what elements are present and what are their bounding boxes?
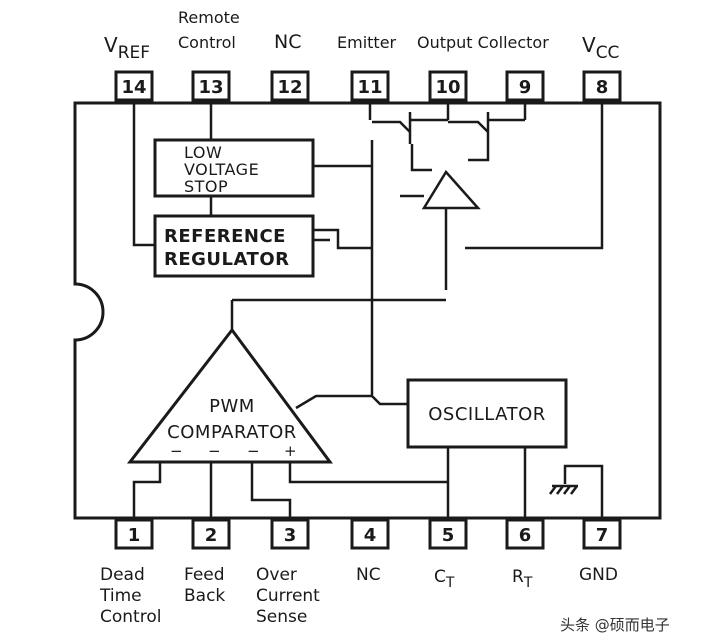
pin-2: 2 <box>191 518 231 550</box>
ref-line2: REGULATOR <box>164 249 290 270</box>
package-body <box>73 101 662 520</box>
pin-9: 9 <box>505 70 545 102</box>
transistor-base-link-right <box>468 144 490 162</box>
pin-10: 10 <box>428 70 468 102</box>
pin1-label-line3: Control <box>100 607 161 627</box>
wire-deadtime <box>132 462 162 520</box>
pin-7: 7 <box>582 518 622 550</box>
output-gate-triangle <box>421 169 481 210</box>
vcc-label: VCC <box>582 33 619 63</box>
wiring <box>132 100 604 520</box>
pin1-label-line1: Dead <box>100 565 145 585</box>
pin4-label: NC <box>356 565 381 585</box>
pin-9-number: 9 <box>519 77 532 98</box>
lvs-line3: STOP <box>184 177 228 196</box>
transistor-right-emitter <box>448 120 489 133</box>
pin3-label-line1: Over <box>256 565 297 585</box>
wire-vcc <box>465 100 604 250</box>
pin-1: 1 <box>114 518 154 550</box>
top-labels: VREF Remote Control NC Emitter Output Co… <box>104 8 619 63</box>
pin-10-number: 10 <box>435 77 460 98</box>
pin-5: 5 <box>428 518 468 550</box>
pwm-line2: COMPARATOR <box>167 422 297 443</box>
pwm-line1: PWM <box>209 396 255 417</box>
pin-14-number: 14 <box>121 77 146 98</box>
comp-input-1: − <box>170 442 183 460</box>
pwm-comparator-block: PWM COMPARATOR − − − + <box>126 327 333 464</box>
chip-outline <box>73 101 662 520</box>
wire-overcurrent <box>250 462 292 520</box>
pin-3: 3 <box>270 518 310 550</box>
wire-plus-input <box>288 462 448 484</box>
nc-top-label: NC <box>274 31 301 53</box>
pin-4-number: 4 <box>364 525 377 546</box>
comp-input-4: + <box>284 442 297 460</box>
wire-gnd <box>563 464 604 520</box>
pin6-label: RT <box>512 567 533 591</box>
bottom-pin-row: 1 2 3 4 5 6 7 <box>114 518 622 550</box>
pin-4: 4 <box>350 518 390 550</box>
pin1-label-line2: Time <box>99 586 142 606</box>
comp-input-2: − <box>208 442 221 460</box>
output-collector-label: Output Collector <box>417 33 549 52</box>
vref-label: VREF <box>104 33 150 63</box>
oscillator-label: OSCILLATOR <box>428 404 546 425</box>
pin-14: 14 <box>114 70 154 102</box>
low-voltage-stop-block: LOW VOLTAGE STOP <box>153 138 315 198</box>
watermark: 头条 @硕而电子 <box>560 616 670 634</box>
pin7-label: GND <box>579 565 618 585</box>
transistor-left-emitter <box>372 120 411 133</box>
pin-6-number: 6 <box>519 525 532 546</box>
pin5-label: CT <box>434 567 455 591</box>
wire-vref <box>132 100 155 247</box>
pin2-label-line1: Feed <box>184 565 225 585</box>
pin-3-number: 3 <box>284 525 297 546</box>
pin3-label-line3: Sense <box>256 607 307 627</box>
pin-7-number: 7 <box>596 525 609 546</box>
pin-2-number: 2 <box>205 525 218 546</box>
pin-8-number: 8 <box>596 77 609 98</box>
ref-line1: REFERENCE <box>164 226 286 247</box>
pin-12-number: 12 <box>277 77 302 98</box>
lvs-line2: VOLTAGE <box>184 160 259 179</box>
pin-12: 12 <box>270 70 310 102</box>
lvs-line1: LOW <box>184 143 222 162</box>
remote-label-line2: Control <box>178 33 236 52</box>
top-pin-row: 14 13 12 11 10 9 8 <box>114 70 622 102</box>
pin-5-number: 5 <box>442 525 455 546</box>
bottom-labels: Dead Time Control Feed Back Over Current… <box>99 565 618 627</box>
pin-6: 6 <box>505 518 545 550</box>
pin-11-number: 11 <box>357 77 382 98</box>
wire-ref-right1 <box>313 228 372 250</box>
pin2-label-line2: Back <box>184 586 225 606</box>
pin-13: 13 <box>191 70 231 102</box>
pin-11: 11 <box>350 70 390 102</box>
remote-label-line1: Remote <box>178 8 240 27</box>
transistor-base-link-left <box>410 144 432 172</box>
emitter-label: Emitter <box>337 33 397 52</box>
pin-1-number: 1 <box>128 525 141 546</box>
pin3-label-line2: Current <box>256 586 320 606</box>
wire-comp-osc <box>295 394 408 410</box>
oscillator-block: OSCILLATOR <box>406 378 568 449</box>
pin-8: 8 <box>582 70 622 102</box>
reference-regulator-block: REFERENCE REGULATOR <box>153 214 315 278</box>
comp-input-3: − <box>247 442 260 460</box>
ground-symbol-icon <box>549 484 578 495</box>
pin-13-number: 13 <box>198 77 223 98</box>
